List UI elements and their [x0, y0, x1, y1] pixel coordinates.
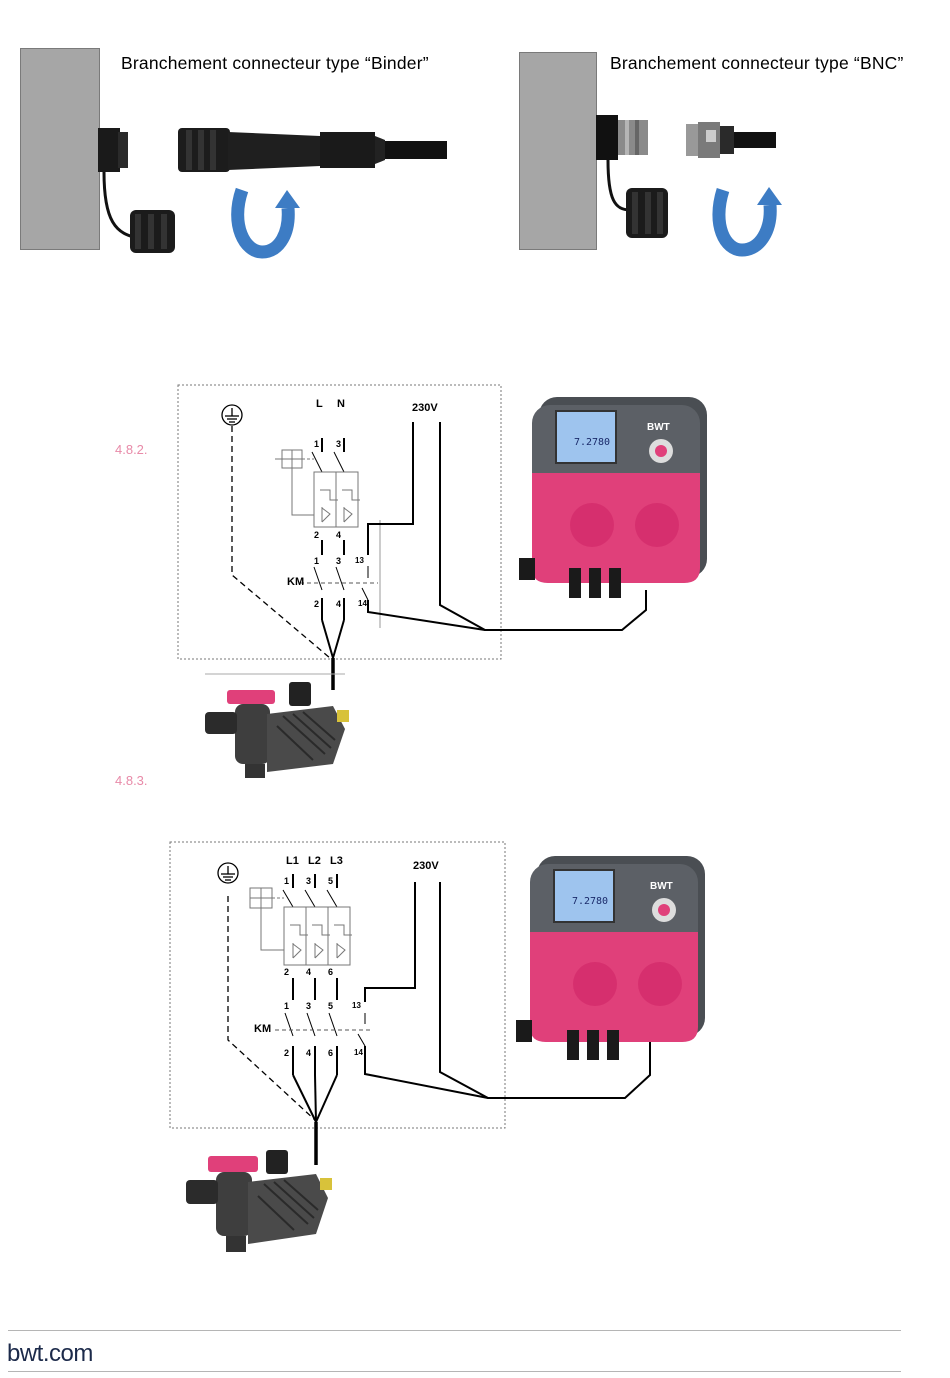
brand-logo-text: BWT [650, 881, 673, 892]
diagram2-breaker-bottom-terminal: 2 [284, 967, 289, 977]
bwt-controller-image: 7.2 780 BWT [512, 852, 712, 1067]
footer-divider-bottom [8, 1371, 901, 1372]
diagram2-contactor-top-terminal: 1 [284, 1001, 289, 1011]
brand-logo-text: BWT [647, 422, 670, 433]
diagram2-breaker-bottom-terminal: 4 [306, 967, 311, 977]
wiring-diagram-three-phase: L1 L2 L3 1 3 5 2 4 6 1 3 5 13 KM 2 4 6 1… [0, 0, 950, 1300]
diagram2-contactor-bottom-terminal: 2 [284, 1048, 289, 1058]
diagram2-contactor-top-terminal: 3 [306, 1001, 311, 1011]
diagram2-lines [0, 0, 950, 1300]
diagram2-top-terminal: 5 [328, 876, 333, 886]
lcd-reading-1: 7.2 [572, 896, 590, 907]
diagram2-breaker-bottom-terminal: 6 [328, 967, 333, 977]
diagram2-contactor-bottom-terminal: 6 [328, 1048, 333, 1058]
footer-divider-top [8, 1330, 901, 1331]
diagram2-contactor-bottom-terminal: 14 [354, 1048, 363, 1057]
diagram2-contactor-bottom-terminal: 4 [306, 1048, 311, 1058]
pool-pump-image [205, 674, 365, 784]
diagram2-phase-label-l2: L2 [308, 855, 321, 867]
diagram2-contactor-label: KM [254, 1023, 271, 1035]
diagram2-phase-label-l1: L1 [286, 855, 299, 867]
lcd-reading-2: 780 [590, 896, 608, 907]
footer-site-logo[interactable]: bwt.com [7, 1340, 93, 1368]
diagram2-phase-label-l3: L3 [330, 855, 343, 867]
diagram2-voltage-label: 230V [413, 860, 439, 872]
diagram2-top-terminal: 3 [306, 876, 311, 886]
diagram2-contactor-top-terminal: 5 [328, 1001, 333, 1011]
lcd-reading-2: 780 [592, 437, 610, 448]
lcd-reading-1: 7.2 [574, 437, 592, 448]
bwt-controller-image: 7.2 780 BWT [514, 393, 714, 608]
diagram2-contactor-top-terminal: 13 [352, 1001, 361, 1010]
pool-pump-image [186, 1148, 346, 1258]
diagram2-top-terminal: 1 [284, 876, 289, 886]
